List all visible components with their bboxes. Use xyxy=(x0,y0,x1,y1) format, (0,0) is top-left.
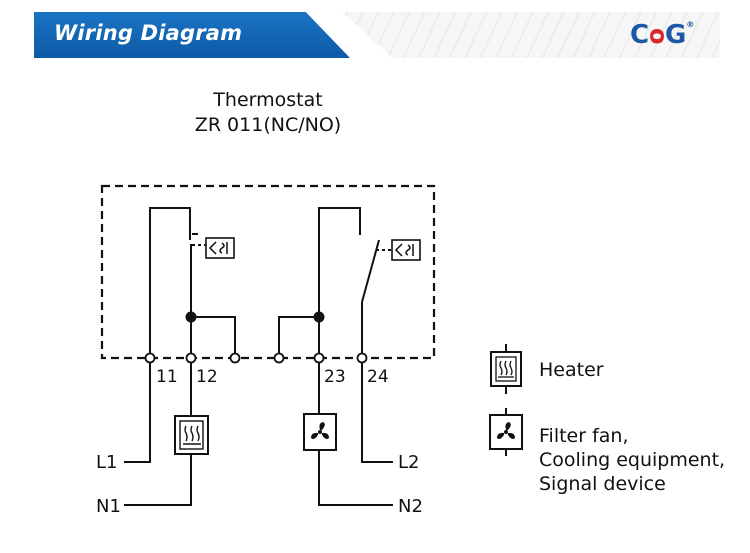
title-banner xyxy=(34,12,350,58)
terminal-12 xyxy=(185,352,197,364)
wire-heater-n1 xyxy=(124,454,192,506)
fan-icon xyxy=(303,413,337,451)
thermostat-housing xyxy=(100,184,436,360)
legend-heater-label: Heater xyxy=(539,359,604,381)
junction-23 xyxy=(313,311,325,323)
label-l2: L2 xyxy=(398,452,419,473)
heater-icon xyxy=(174,415,209,455)
wire-11-top xyxy=(149,207,191,358)
legend-fan-line3: Signal device xyxy=(539,473,666,495)
legend-fan-line1: Filter fan, xyxy=(539,425,629,447)
terminal-11 xyxy=(144,352,156,364)
label-n1: N1 xyxy=(96,496,121,517)
thermal-sensor-icon xyxy=(391,239,421,261)
terminal-23 xyxy=(313,352,325,364)
wire-l1 xyxy=(124,363,151,463)
legend-fan-icon xyxy=(489,408,523,456)
junction-12 xyxy=(185,311,197,323)
terminal-23b xyxy=(273,352,285,364)
device-name: Thermostat xyxy=(213,89,323,111)
bridge-12 xyxy=(191,316,236,358)
terminal-12b xyxy=(229,352,241,364)
terminal-24 xyxy=(356,352,368,364)
brand-logo: CᴑG® xyxy=(630,20,695,50)
page-title: Wiring Diagram xyxy=(54,21,243,45)
terminal-label-24: 24 xyxy=(367,367,389,387)
header-stripe xyxy=(342,12,720,58)
device-title: Thermostat ZR 011(NC/NO) xyxy=(118,88,418,138)
terminal-label-23: 23 xyxy=(324,367,346,387)
terminal-label-11: 11 xyxy=(156,367,178,387)
label-n2: N2 xyxy=(398,496,423,517)
device-model: ZR 011(NC/NO) xyxy=(194,114,342,136)
wire-23-top xyxy=(318,207,361,358)
legend-fan-line2: Cooling equipment, xyxy=(539,449,726,471)
terminal-label-12: 12 xyxy=(196,367,218,387)
legend-heater-icon xyxy=(490,344,522,394)
bridge-23 xyxy=(278,316,319,358)
label-l1: L1 xyxy=(96,452,117,473)
wire-l2 xyxy=(361,363,393,463)
thermal-sensor-icon xyxy=(205,237,235,259)
wire-fan-n2 xyxy=(318,450,393,506)
